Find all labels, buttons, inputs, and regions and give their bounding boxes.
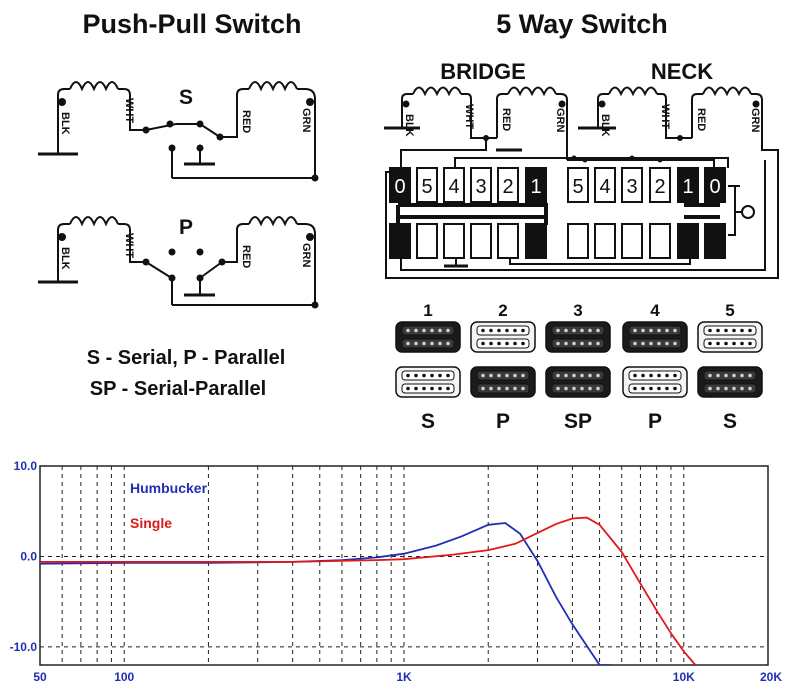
- position-pickup-grid: 1 S 2 P 3 SP 4 P 5 S: [395, 301, 763, 433]
- left-bank-number-5: 5: [421, 176, 432, 198]
- parallel-red-label: RED: [240, 245, 252, 268]
- single-series-line: [40, 516, 697, 665]
- neck-wht-label: WHT: [659, 104, 671, 129]
- neck-grn-label: GRN: [749, 108, 761, 133]
- position-mode: S: [723, 410, 737, 433]
- position-number: 2: [498, 301, 507, 320]
- bridge-humbucker-icon: [470, 321, 536, 353]
- position-column: 1 S: [421, 301, 435, 433]
- left-switch-bank-top: 0 5 4 3 2 1: [389, 167, 547, 203]
- position-column: 2 P: [496, 301, 510, 433]
- neck-humbucker-icon: [545, 366, 611, 398]
- bridge-blk-label: BLK: [403, 114, 415, 137]
- left-bank-number-4: 4: [448, 176, 459, 198]
- serial-red-label: RED: [240, 110, 252, 133]
- left-bank-number-0: 0: [394, 176, 405, 198]
- serial-wiring-diagram: BLK WHT S RED GRN: [38, 81, 319, 182]
- neck-humbucker-icon: [622, 366, 688, 398]
- neck-blk-label: BLK: [599, 114, 611, 137]
- right-bank-number-4: 4: [599, 176, 610, 198]
- neck-humbucker-icon: [697, 366, 763, 398]
- x-tick-label: 10K: [673, 670, 695, 684]
- right-bank-number-5: 5: [572, 176, 583, 198]
- bridge-wht-label: WHT: [463, 104, 475, 129]
- parallel-wht-label: WHT: [123, 233, 135, 258]
- neck-humbucker-icon: [470, 366, 536, 398]
- bridge-humbucker-icon: [697, 321, 763, 353]
- parallel-wiring-diagram: BLK WHT P RED GRN: [38, 216, 319, 309]
- serial-grn-label: GRN: [300, 108, 312, 133]
- neck-humbucker-icon: [395, 366, 461, 398]
- x-tick-label: 1K: [396, 670, 412, 684]
- right-switch-bank-top: 5 4 3 2 1 0: [567, 167, 726, 203]
- serial-wht-label: WHT: [123, 98, 135, 123]
- switch-banks-bottom: [389, 223, 726, 259]
- parallel-blk-label: BLK: [59, 247, 71, 270]
- position-column: 4 P: [648, 301, 662, 433]
- bridge-humbucker-icon: [545, 321, 611, 353]
- x-tick-label: 20K: [760, 670, 782, 684]
- legend-line-serial-parallel-combo: SP - Serial-Parallel: [90, 378, 266, 400]
- neck-pickup-coils: BLK WHT RED GRN: [578, 86, 763, 141]
- neck-label: NECK: [651, 59, 713, 84]
- bridge-pickup-coils: BLK WHT RED GRN: [384, 86, 568, 160]
- position-number: 1: [423, 301, 432, 320]
- x-tick-label: 50: [33, 670, 47, 684]
- serial-switch-letter: S: [179, 86, 193, 109]
- chart-grid: [40, 466, 768, 665]
- position-number: 5: [725, 301, 734, 320]
- bridge-humbucker-icon: [395, 321, 461, 353]
- five-way-title: 5 Way Switch: [496, 9, 668, 39]
- bridge-grn-label: GRN: [554, 108, 566, 133]
- right-bank-number-3: 3: [626, 176, 637, 198]
- bridge-red-label: RED: [500, 108, 512, 131]
- parallel-switch-letter: P: [179, 216, 193, 239]
- bridge-label: BRIDGE: [440, 59, 526, 84]
- humbucker-series-label: Humbucker: [130, 480, 208, 496]
- single-series-label: Single: [130, 515, 172, 531]
- parallel-grn-label: GRN: [300, 243, 312, 268]
- position-column: 5 S: [723, 301, 737, 433]
- neck-red-label: RED: [695, 108, 707, 131]
- position-number: 4: [650, 301, 660, 320]
- y-tick-label: 10.0: [14, 459, 38, 473]
- frequency-response-chart: 10.0 0.0 -10.0 50 100 1K 10K 20K Humbucker Sin…: [10, 459, 783, 684]
- legend-line-serial-parallel: S - Serial, P - Parallel: [87, 347, 286, 369]
- left-bank-number-1: 1: [530, 176, 541, 198]
- position-mode: P: [648, 410, 662, 433]
- x-tick-label: 100: [114, 670, 134, 684]
- position-number: 3: [573, 301, 582, 320]
- y-tick-label: -10.0: [10, 640, 38, 654]
- position-column: 3 SP: [564, 301, 592, 433]
- bridge-humbucker-icon: [622, 321, 688, 353]
- right-bank-number-0: 0: [709, 176, 720, 198]
- push-pull-title: Push-Pull Switch: [82, 9, 301, 39]
- position-mode: S: [421, 410, 435, 433]
- chart-x-axis: 50 100 1K 10K 20K: [33, 670, 782, 684]
- left-bank-number-3: 3: [475, 176, 486, 198]
- y-tick-label: 0.0: [20, 549, 37, 563]
- right-bank-number-2: 2: [654, 176, 665, 198]
- chart-y-axis: 10.0 0.0 -10.0: [10, 459, 38, 654]
- position-mode: SP: [564, 410, 592, 433]
- five-way-switch-wiring: [385, 130, 779, 279]
- serial-blk-label: BLK: [59, 112, 71, 135]
- position-mode: P: [496, 410, 510, 433]
- left-bank-number-2: 2: [502, 176, 513, 198]
- right-bank-number-1: 1: [682, 176, 693, 198]
